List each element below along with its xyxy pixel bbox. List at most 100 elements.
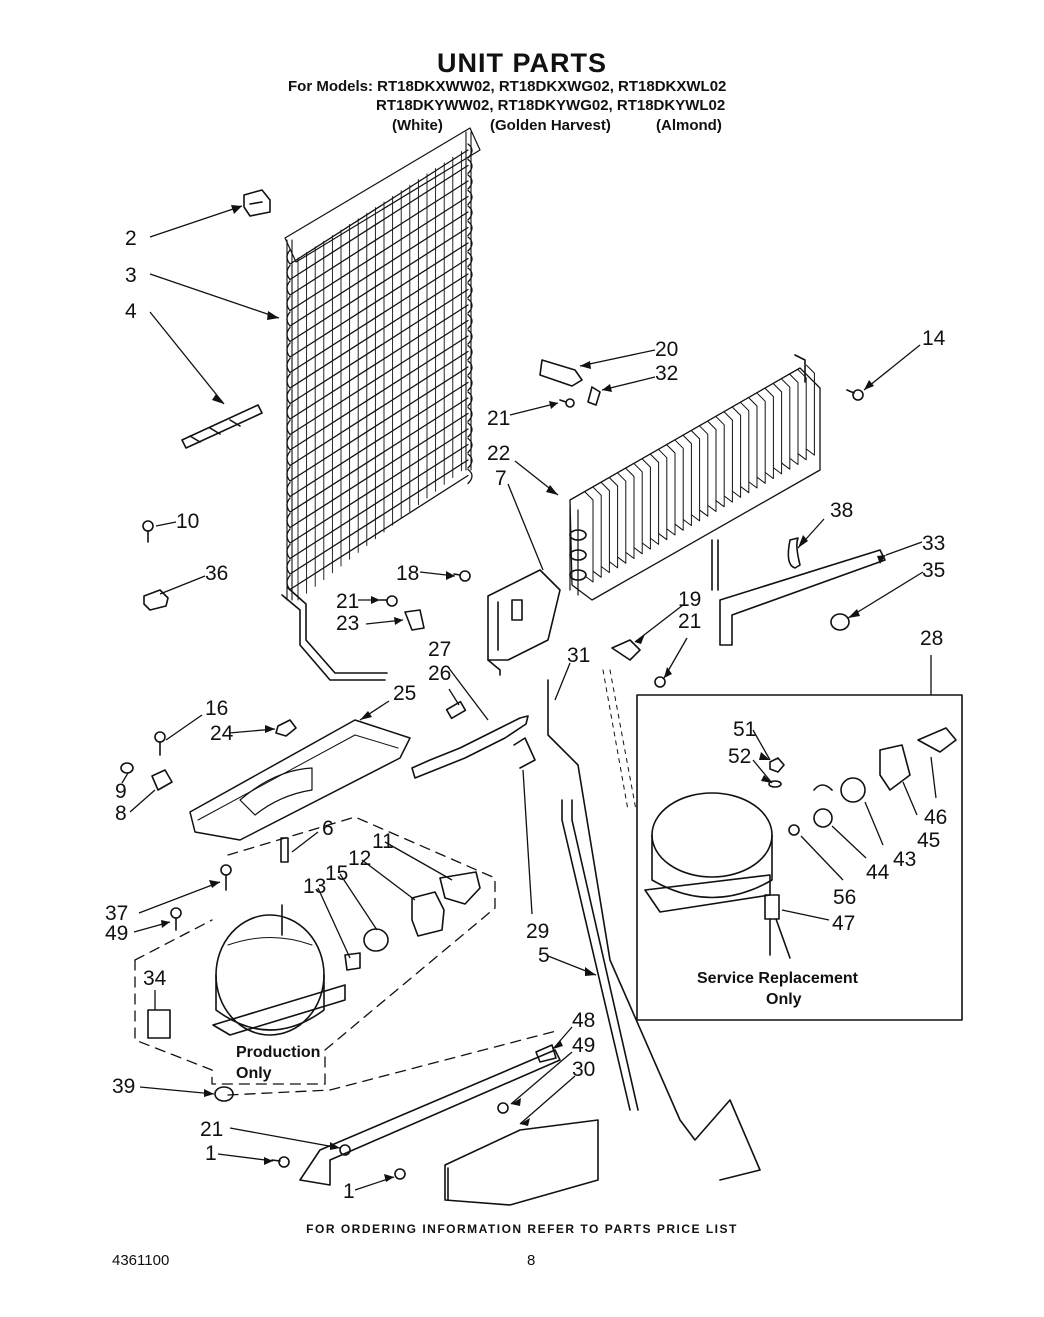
models-line-1: For Models: RT18DKXWW02, RT18DKXWG02, RT…: [288, 78, 727, 95]
callout-25: 25: [393, 682, 416, 705]
callout-35: 35: [922, 559, 945, 582]
callout-28: 28: [920, 627, 943, 650]
coil-loop: [286, 220, 473, 343]
condenser-clip: [243, 189, 271, 217]
screw-21-right: [654, 676, 666, 688]
callout-13: 13: [303, 875, 326, 898]
evaporator-fin: [732, 406, 742, 498]
evaporator-coil: [569, 354, 821, 601]
evaporator-fin: [674, 439, 684, 531]
callout-56: 56: [833, 886, 856, 909]
evaporator-fin: [633, 463, 643, 555]
color-white: (White): [392, 117, 443, 134]
capacitor-47: [764, 894, 791, 959]
coil-loop: [286, 251, 473, 374]
screw-14: [846, 389, 864, 401]
evaporator-fin: [781, 378, 791, 470]
callout-3: 3: [125, 264, 137, 287]
models-line-2: RT18DKYWW02, RT18DKYWG02, RT18DKYWL02: [376, 97, 726, 114]
production-only-line2: Only: [236, 1065, 272, 1082]
callout-21-d: 21: [200, 1118, 223, 1141]
coil-loop: [286, 236, 473, 358]
callout-30: 30: [572, 1058, 595, 1081]
nut-24: [275, 719, 297, 737]
callout-11: 11: [372, 830, 394, 853]
drain-pan: [189, 719, 411, 841]
heater-clip-35: [830, 613, 850, 631]
callout-18: 18: [396, 562, 419, 585]
base-bracket: [299, 1049, 599, 1206]
evaporator-fin: [617, 472, 627, 564]
callout-32: 32: [655, 362, 678, 385]
spacer-6: [280, 837, 289, 863]
screw-21-mid: [379, 595, 398, 607]
coil-loop: [286, 282, 473, 405]
evaporator-fin: [650, 453, 660, 545]
clip-44: [813, 784, 833, 828]
evaporator-fin: [789, 374, 799, 465]
callout-20: 20: [655, 338, 678, 361]
compressor-production: [212, 904, 346, 1036]
callout-4: 4: [125, 300, 137, 323]
screw-16: [154, 731, 166, 756]
callout-26: 26: [428, 662, 451, 685]
condenser-coil: [281, 127, 481, 681]
callout-19: 19: [678, 588, 701, 611]
condenser-bracket: [181, 404, 263, 449]
coil-loop: [286, 453, 473, 575]
leader-lines: [121, 205, 937, 1191]
callout-2: 2: [125, 227, 137, 250]
production-box: [134, 816, 561, 1096]
cover-11: [439, 871, 481, 905]
color-golden-harvest: (Golden Harvest): [490, 117, 611, 134]
coil-loop: [286, 158, 473, 281]
evaporator-fin: [699, 425, 709, 517]
overload-43: [840, 777, 866, 803]
overload-15: [363, 928, 389, 952]
callout-24: 24: [210, 722, 234, 745]
filter-drier: [411, 715, 529, 779]
evaporator-fin: [609, 477, 619, 569]
callout-5: 5: [538, 944, 550, 967]
callout-21-a: 21: [336, 590, 359, 613]
callout-31: 31: [567, 644, 590, 667]
evaporator-fin: [682, 435, 692, 527]
coil-loop: [286, 344, 473, 467]
plug-26: [445, 700, 467, 720]
callout-44: 44: [866, 861, 890, 884]
screw-18: [453, 570, 471, 582]
callout-27: 27: [428, 638, 451, 661]
callout-6: 6: [322, 817, 334, 840]
callout-23: 23: [336, 612, 359, 635]
leader-arrowheads: [161, 205, 886, 1182]
callout-10: 10: [176, 510, 199, 533]
coil-loop: [286, 422, 473, 544]
relay-46: [917, 727, 957, 753]
callout-48: 48: [572, 1009, 595, 1032]
evaporator-fin: [715, 416, 725, 508]
callout-22: 22: [487, 442, 510, 465]
evaporator-fin: [723, 411, 733, 503]
callout-49-b: 49: [572, 1034, 595, 1057]
callout-9: 9: [115, 780, 127, 803]
callout-14: 14: [922, 327, 946, 350]
evaporator-fin: [584, 491, 594, 583]
coil-loop: [286, 360, 473, 482]
callout-21-b: 21: [487, 407, 510, 430]
evaporator-fin: [691, 430, 701, 522]
coil-loop: [286, 298, 473, 420]
screw-21-top: [559, 398, 575, 408]
evaporator-fin: [600, 482, 610, 574]
compressor-service: [644, 792, 773, 913]
grommet-39: [214, 1086, 234, 1102]
coil-loop: [286, 391, 473, 513]
callout-46: 46: [924, 806, 947, 829]
capillary-tube-5: [561, 669, 639, 1111]
callout-33: 33: [922, 532, 945, 555]
service-replacement-box: [636, 694, 963, 1021]
screw-1-right: [394, 1168, 406, 1180]
capacitor-34: [147, 1009, 171, 1039]
pin-56: [788, 824, 800, 836]
document-number: 4361100: [112, 1252, 170, 1269]
